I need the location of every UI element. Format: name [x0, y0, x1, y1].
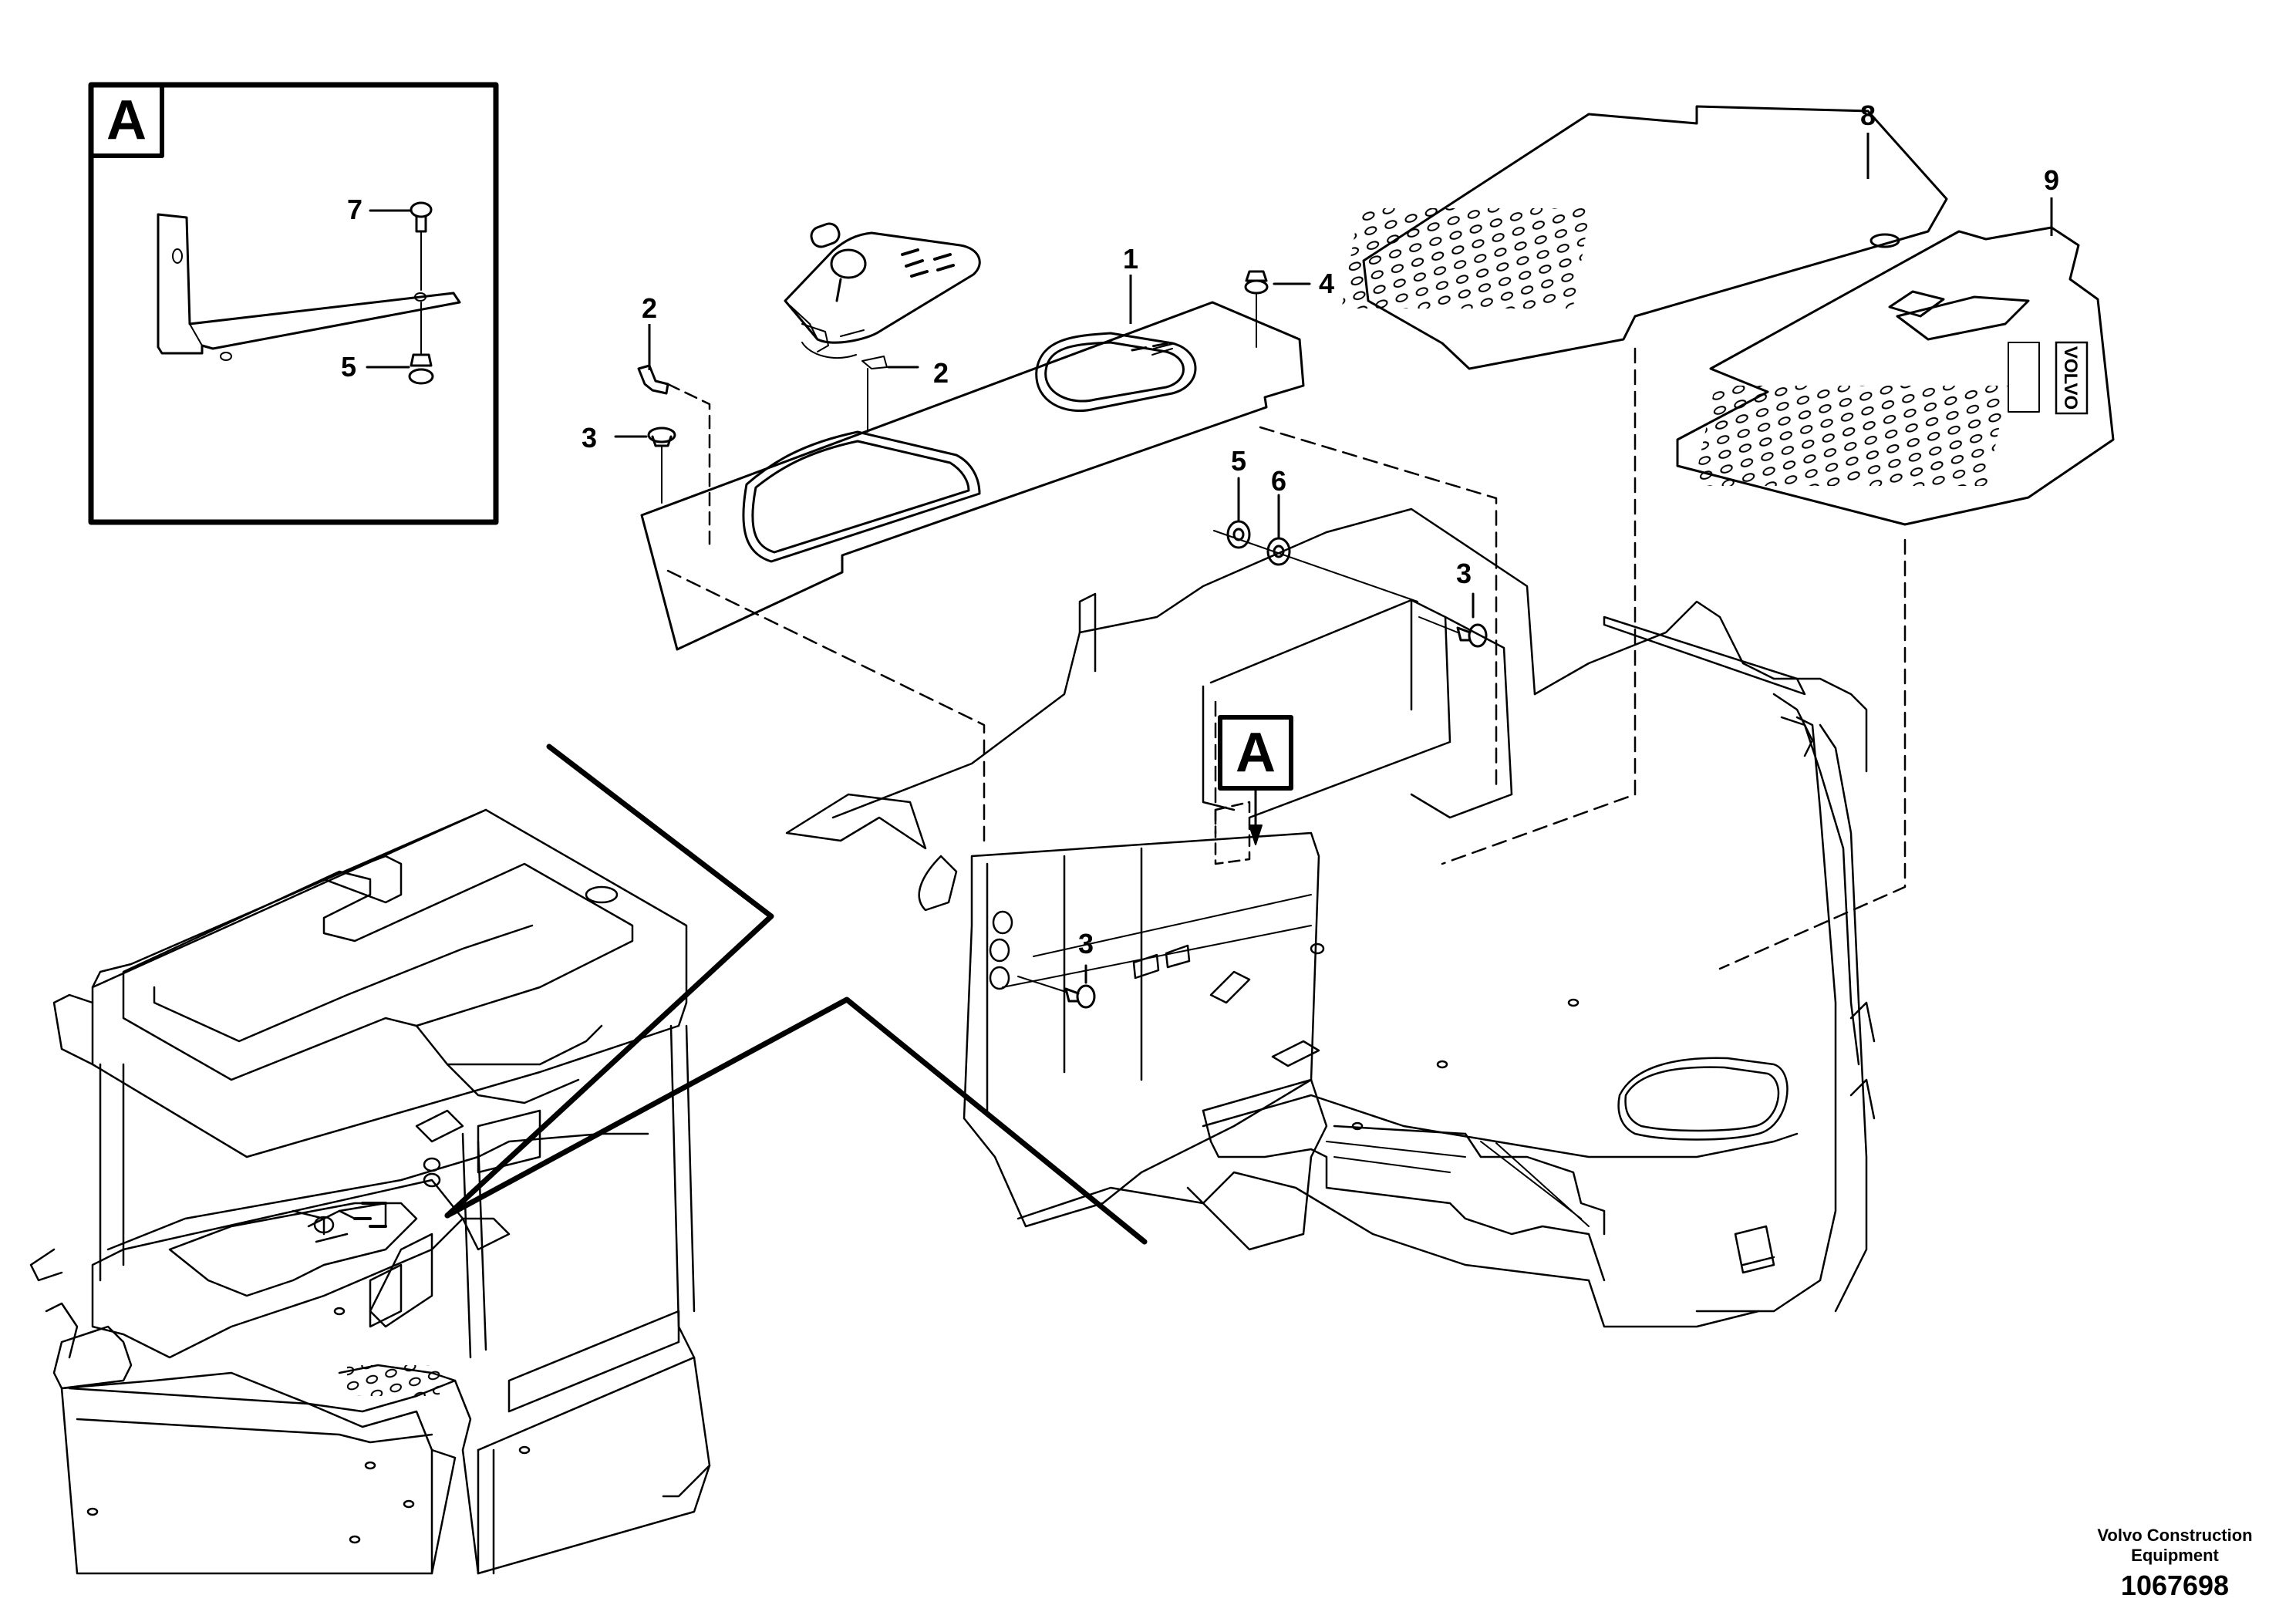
- cab-overview: [29, 808, 711, 1575]
- callout-9: 9: [2043, 164, 2060, 196]
- assembly-leader-lines: [666, 347, 1907, 970]
- volvo-mark-text: VOLVO: [2060, 346, 2081, 410]
- cab-frame-exploded: [785, 508, 1876, 1328]
- volvo-mark: VOLVO: [2055, 341, 2089, 415]
- clip-2-left: [637, 364, 711, 549]
- detail-a-marker-label: A: [1236, 722, 1276, 784]
- callout-4: 4: [1318, 268, 1335, 299]
- part-8-floor-plate: [1341, 105, 1948, 370]
- callout-2-right: 2: [932, 357, 949, 389]
- part-9-floor-mat: [1676, 226, 2115, 526]
- detail-a-marker: [1214, 715, 1293, 865]
- nut-4: [1244, 270, 1311, 348]
- screw-3-right: [1418, 592, 1488, 648]
- screw-3-top-left: [614, 427, 676, 504]
- joystick-control-unit: [784, 222, 981, 433]
- callout-6: 6: [1270, 465, 1287, 497]
- part-1-console-panel: [640, 301, 1305, 651]
- washers-5-6: [1213, 477, 1418, 602]
- screw-3-lower: [1017, 964, 1096, 1009]
- callout-3-right: 3: [1455, 558, 1472, 589]
- callout-8: 8: [1859, 99, 1876, 131]
- callout-5-inset: 5: [340, 351, 357, 383]
- callout-3-top-left: 3: [581, 422, 598, 454]
- detail-a-label: A: [106, 89, 147, 151]
- callout-5: 5: [1230, 445, 1247, 477]
- detail-a-inset: [88, 82, 499, 525]
- footer-company-line2: Equipment: [2131, 1546, 2219, 1565]
- callout-2-left: 2: [641, 292, 658, 324]
- callout-1: 1: [1122, 243, 1139, 275]
- drawing-number: 1067698: [2120, 1570, 2230, 1601]
- callout-7: 7: [346, 194, 363, 225]
- callout-3-lower: 3: [1077, 928, 1094, 959]
- footer-company-line1: Volvo Construction: [2097, 1526, 2253, 1545]
- magnifier-lines: [444, 744, 1148, 1245]
